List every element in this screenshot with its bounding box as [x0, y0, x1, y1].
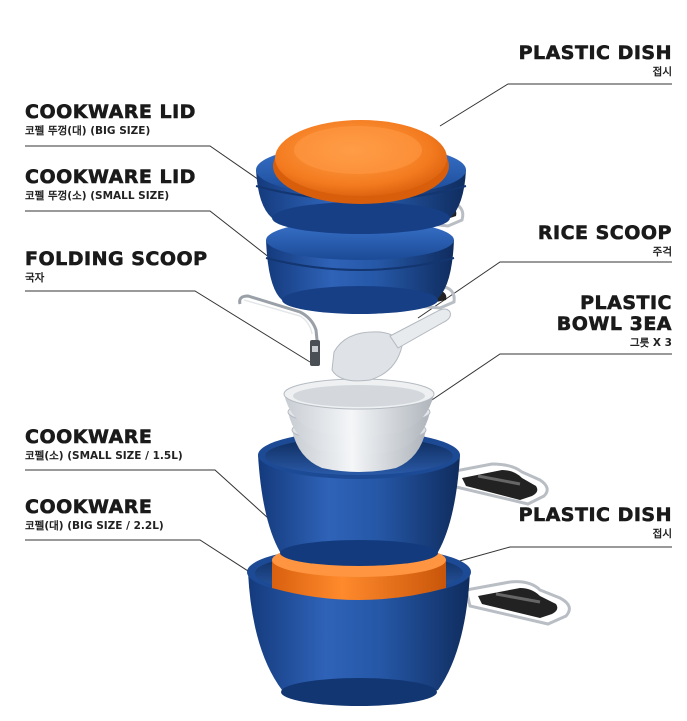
label-cookware-big: COOKWARE 코펠(대) (BIG SIZE / 2.2L) — [25, 496, 164, 532]
label-subtitle: 코펠(소) (SMALL SIZE / 1.5L) — [25, 450, 183, 462]
folding-scoop — [238, 294, 320, 366]
label-title: PLASTIC DISH — [518, 42, 672, 64]
label-folding-scoop: FOLDING SCOOP 국자 — [25, 248, 208, 284]
label-title: COOKWARE — [25, 496, 153, 518]
leader-plastic-dish-top — [439, 83, 672, 127]
label-subtitle: 접시 — [652, 528, 672, 540]
label-subtitle: 코펠 뚜껑(대) (BIG SIZE) — [25, 125, 151, 137]
label-title: COOKWARE — [25, 426, 153, 448]
leader-cookware-small — [25, 469, 269, 519]
leader-plastic-dish-bottom — [455, 546, 672, 563]
rice-scoop — [331, 308, 451, 382]
plastic-bowls — [283, 378, 435, 472]
label-title: COOKWARE LID — [25, 166, 196, 188]
leader-plastic-bowl — [419, 353, 672, 409]
label-title: PLASTIC DISH — [518, 504, 672, 526]
label-rice-scoop: RICE SCOOP 주걱 — [537, 222, 672, 258]
label-title: FOLDING SCOOP — [25, 248, 208, 270]
label-subtitle: 접시 — [652, 66, 672, 78]
leader-cookware-big — [25, 539, 263, 581]
label-title-line1: PLASTIC — [580, 292, 672, 314]
label-subtitle: 코펠 뚜껑(소) (SMALL SIZE) — [25, 190, 170, 202]
label-title: RICE SCOOP — [537, 222, 672, 244]
leader-lines — [25, 83, 672, 581]
label-cookware-lid-small: COOKWARE LID 코펠 뚜껑(소) (SMALL SIZE) — [25, 166, 196, 202]
label-cookware-small: COOKWARE 코펠(소) (SMALL SIZE / 1.5L) — [25, 426, 183, 462]
cookware-lid-small — [265, 220, 456, 314]
cookware-small — [258, 431, 549, 566]
label-subtitle: 주걱 — [652, 246, 672, 258]
label-title-line2: BOWL 3EA — [556, 313, 672, 335]
plastic-dish-top — [273, 120, 449, 204]
label-subtitle: 그릇 X 3 — [629, 337, 672, 349]
label-title: COOKWARE LID — [25, 101, 196, 123]
leader-cookware-lid-big — [25, 145, 263, 183]
leader-cookware-lid-small — [25, 210, 271, 259]
label-cookware-lid-big: COOKWARE LID 코펠 뚜껑(대) (BIG SIZE) — [25, 101, 196, 137]
label-subtitle: 국자 — [25, 272, 45, 284]
label-plastic-dish-bottom: PLASTIC DISH 접시 — [518, 504, 672, 540]
label-plastic-dish-top: PLASTIC DISH 접시 — [518, 42, 672, 78]
label-subtitle: 코펠(대) (BIG SIZE / 2.2L) — [25, 520, 164, 532]
label-plastic-bowl: PLASTIC BOWL 3EA 그릇 X 3 — [556, 292, 672, 349]
leader-folding-scoop — [25, 290, 311, 363]
